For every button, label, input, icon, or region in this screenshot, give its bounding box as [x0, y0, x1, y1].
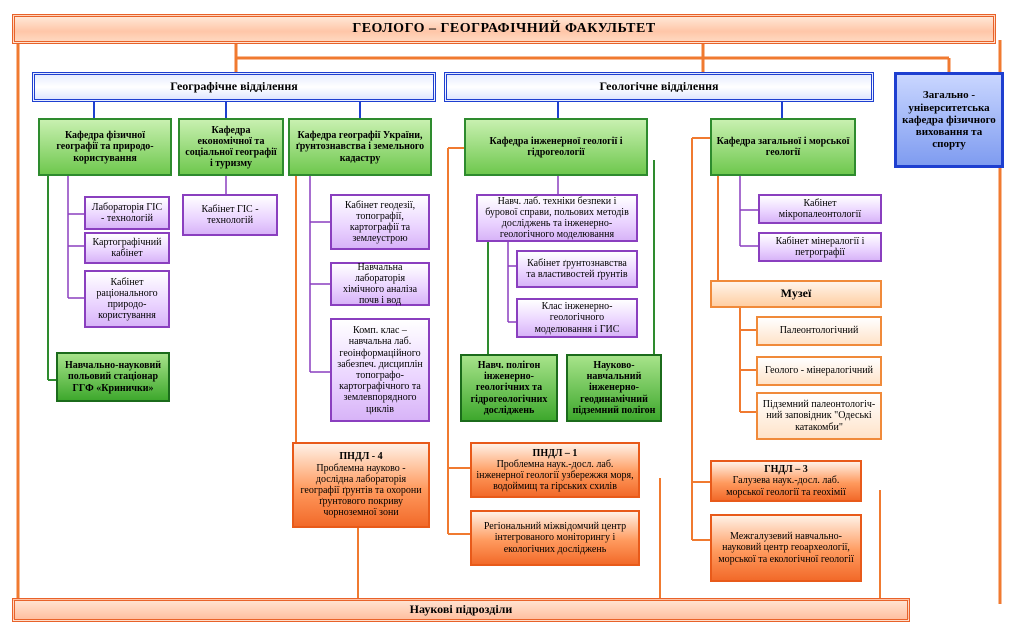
chair-physical-geography: Кафедра фізичної географії та природо-ко…	[38, 118, 172, 176]
gndl3-title: ГНДЛ – 3	[764, 464, 808, 476]
chair-economic-geography: Кафедра економічної та соціальної геогра…	[178, 118, 284, 176]
museums: Музеї	[710, 280, 882, 308]
soil-chemistry-lab: Навчальна лабораторія хімічного аналіза …	[330, 262, 430, 306]
scientific-units-bar: Наукові підрозділи	[12, 598, 910, 622]
geology-department: Геологічне відділення	[444, 72, 874, 102]
mineralogy-cabinet: Кабінет мінералогії і петрографії	[758, 232, 882, 262]
faculty-title: ГЕОЛОГО – ГЕОГРАФІЧНИЙ ФАКУЛЬТЕТ	[12, 14, 996, 44]
micropaleontology-cabinet: Кабінет мікропалеонтології	[758, 194, 882, 224]
geo-mineralogical-museum: Геолого - мінералогічний	[756, 356, 882, 386]
pndl1-text: Проблемна наук.-досл. лаб. інженерної ге…	[476, 458, 634, 493]
gndl3-lab: ГНДЛ – 3 Галузева наук.-досл. лаб. морсь…	[710, 460, 862, 502]
interbranch-center: Межгалузевий навчально-науковий центр ге…	[710, 514, 862, 582]
rational-nature-use-cabinet: Кабінет раціонального природо-користуван…	[84, 270, 170, 328]
gis-cabinet: Кабінет ГІС - технологій	[182, 194, 278, 236]
chair-geography-ukraine: Кафедра географії України, ґрунтознавств…	[288, 118, 432, 176]
pndl4-lab: ПНДЛ - 4 Проблемна науково - дослідна ла…	[292, 442, 430, 528]
underground-polygon: Науково-навчальний інженерно-геодинамічн…	[566, 354, 662, 422]
safety-lab: Навч. лаб. техніки безпеки і бурової спр…	[476, 194, 638, 242]
chair-general-geology: Кафедра загальної і морської геології	[710, 118, 856, 176]
soil-properties-cabinet: Кабінет ґрунтознавства та властивостей ґ…	[516, 250, 638, 288]
geodesy-cabinet: Кабінет геодезії, топографії, картографі…	[330, 194, 430, 250]
pndl1-title: ПНДЛ – 1	[532, 447, 578, 459]
field-station: Навчально-науковий польовий стаціонар ГГ…	[56, 352, 170, 402]
pndl4-title: ПНДЛ - 4	[339, 451, 383, 463]
chair-engineering-geology: Кафедра інженерної геології і гідрогеоло…	[464, 118, 648, 176]
sport-chair: Загально - університетська кафедра фізич…	[894, 72, 1004, 168]
paleontological-museum: Палеонтологічний	[756, 316, 882, 346]
geography-department: Географічне відділення	[32, 72, 436, 102]
lab-gis: Лабораторія ГІС - технологій	[84, 196, 170, 230]
training-polygon: Навч. полігон інженерно-геологічних та г…	[460, 354, 558, 422]
modeling-class: Клас інженерно-геологічного моделювання …	[516, 298, 638, 338]
regional-center: Регіональний міжвідомчий центр інтегрова…	[470, 510, 640, 566]
cartographic-cabinet: Картографічний кабінет	[84, 232, 170, 264]
pndl1-lab: ПНДЛ – 1 Проблемна наук.-досл. лаб. інже…	[470, 442, 640, 498]
computer-class: Комп. клас – навчальна лаб. геоінформаці…	[330, 318, 430, 422]
pndl4-text: Проблемна науково - дослідна лабораторія…	[300, 462, 422, 519]
catacombs-reserve: Підземний палеонтологіч-ний заповідник "…	[756, 392, 882, 440]
gndl3-text: Галузева наук.-досл. лаб. морської геоло…	[726, 475, 846, 498]
